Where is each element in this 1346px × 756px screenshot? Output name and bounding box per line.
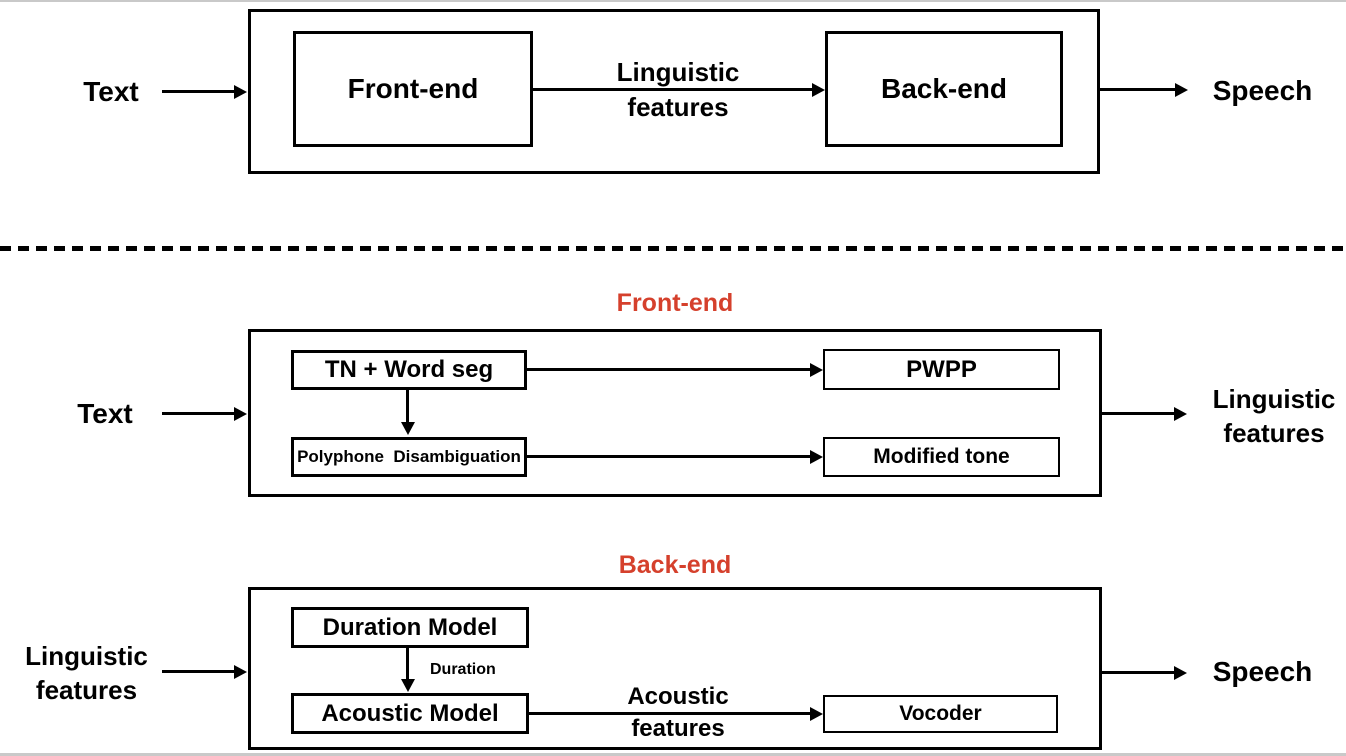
backend-output-arrow (1102, 671, 1175, 674)
tn-word-seg-label: TN + Word seg (324, 356, 494, 383)
overview-frontend-box: Front-end (293, 31, 533, 147)
duration-arrow-label: Duration (430, 661, 496, 678)
duration-model-to-acoustic-arrow (406, 648, 409, 680)
overview-system-box (248, 9, 1100, 174)
overview-text-to-system-arrow (162, 90, 235, 93)
tn-word-seg-box: TN + Word seg (291, 350, 527, 390)
polyphone-to-modified-tone-arrow (527, 455, 811, 458)
acoustic-features-label: Acoustic features (627, 683, 729, 742)
modified-tone-label: Modified tone (873, 445, 1010, 468)
acoustic-model-box: Acoustic Model (291, 693, 529, 734)
pwpp-box: PWPP (823, 349, 1060, 390)
overview-backend-box: Back-end (825, 31, 1063, 147)
frontend-output-arrow (1102, 412, 1175, 415)
overview-frontend-label: Front-end (347, 73, 479, 104)
frontend-input-label: Text (77, 398, 133, 429)
overview-backend-label: Back-end (880, 73, 1008, 104)
overview-frontend-to-backend-arrow (533, 88, 813, 91)
duration-model-label: Duration Model (322, 613, 498, 641)
frontend-output-label: Linguistic features (1212, 384, 1336, 448)
backend-output-label: Speech (1212, 656, 1313, 687)
acoustic-model-label: Acoustic Model (321, 699, 499, 727)
overview-linguistic-features-label: Linguistic features (616, 57, 740, 122)
overview-input-label: Text (83, 76, 139, 107)
frontend-outer-box (248, 329, 1102, 497)
dashed-divider (0, 246, 1346, 251)
frontend-text-input-arrow (162, 412, 235, 415)
overview-system-to-speech-arrow (1100, 88, 1176, 91)
backend-section-title: Back-end (618, 551, 732, 579)
frontend-section-title: Front-end (616, 289, 734, 317)
polyphone-disambiguation-box: Polyphone Disambiguation (291, 437, 527, 477)
tn-to-pwpp-arrow (527, 368, 811, 371)
polyphone-disambiguation-label: Polyphone Disambiguation (297, 447, 521, 466)
vocoder-box: Vocoder (823, 695, 1058, 733)
vocoder-label: Vocoder (899, 702, 982, 725)
acoustic-to-vocoder-arrow (529, 712, 811, 715)
overview-output-label: Speech (1212, 75, 1313, 106)
backend-input-arrow (162, 670, 235, 673)
modified-tone-box: Modified tone (823, 437, 1060, 477)
backend-outer-box (248, 587, 1102, 750)
tn-to-polyphone-arrow (406, 390, 409, 423)
duration-model-box: Duration Model (291, 607, 529, 648)
backend-input-label: Linguistic features (25, 641, 148, 705)
pwpp-label: PWPP (906, 355, 977, 383)
